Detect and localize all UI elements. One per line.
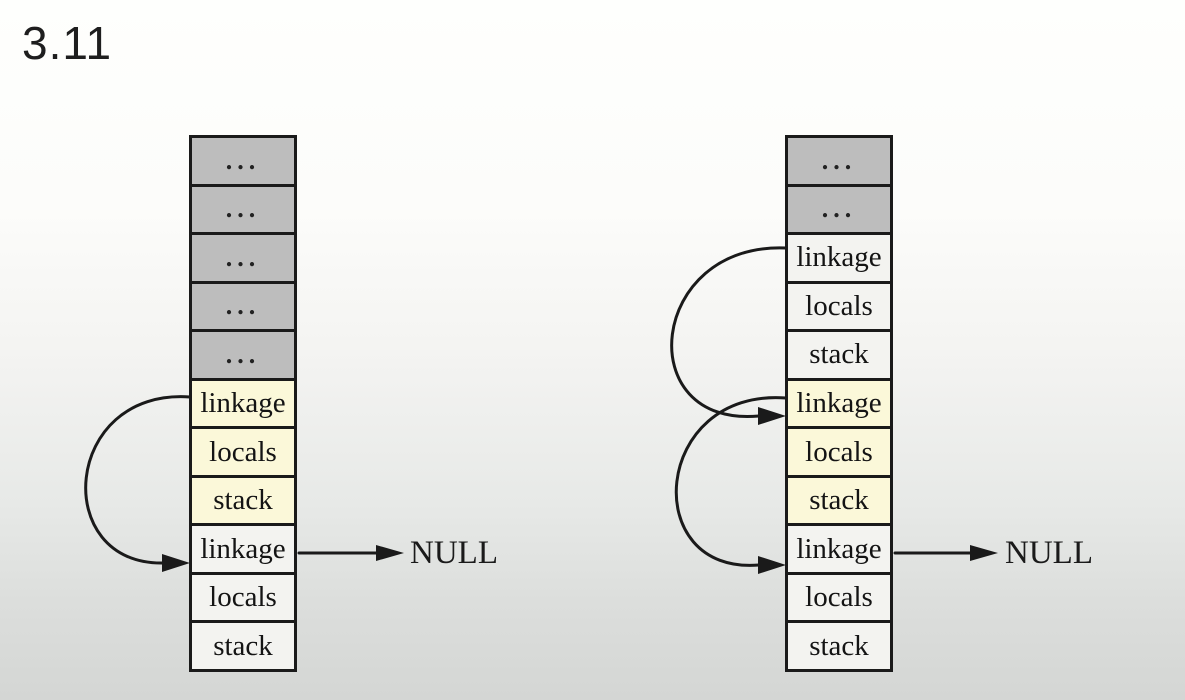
arrowhead-icon: [970, 545, 998, 561]
linkage-cell: linkage: [788, 235, 890, 284]
right-null-arrow: [893, 545, 998, 561]
page-title: 3.11: [22, 17, 113, 69]
ellipsis-cell: ...: [788, 186, 890, 236]
arrow-curve: [674, 396, 788, 567]
ellipsis-cell: ...: [192, 332, 294, 381]
ellipsis-cell: ...: [192, 283, 294, 333]
locals-cell: locals: [788, 574, 890, 624]
memory-column-right: ... ... linkage locals stack linkage loc…: [785, 135, 893, 672]
locals-cell: locals: [192, 429, 294, 478]
arrowhead-icon: [758, 556, 786, 574]
null-label: NULL: [1005, 535, 1093, 571]
locals-cell: locals: [788, 283, 890, 333]
ellipsis-cell: ...: [788, 138, 890, 187]
ellipsis-cell: ...: [192, 235, 294, 284]
linkage-cell: linkage: [192, 380, 294, 430]
ellipsis-cell: ...: [192, 186, 294, 236]
right-upper-frame-pointer-arrow: [670, 246, 788, 425]
stack-cell: stack: [192, 623, 294, 670]
null-label: NULL: [410, 535, 498, 571]
ellipsis-cell: ...: [192, 138, 294, 187]
locals-cell: locals: [192, 574, 294, 624]
arrowhead-icon: [376, 545, 404, 561]
left-null-arrow: [297, 545, 404, 561]
memory-column-left: ... ... ... ... ... linkage locals stack…: [189, 135, 297, 672]
stack-cell: stack: [192, 477, 294, 527]
arrowhead-icon: [162, 554, 190, 572]
right-lower-frame-pointer-arrow: [674, 396, 788, 574]
stack-cell: stack: [788, 477, 890, 527]
linkage-cell: linkage: [192, 526, 294, 575]
arrow-curve: [670, 246, 788, 418]
stack-cell: stack: [788, 623, 890, 670]
arrowhead-icon: [758, 407, 786, 425]
left-frame-pointer-arrow: [84, 395, 192, 572]
locals-cell: locals: [788, 429, 890, 478]
linkage-cell: linkage: [788, 526, 890, 575]
linkage-cell: linkage: [788, 380, 890, 430]
stack-cell: stack: [788, 332, 890, 381]
arrow-curve: [84, 395, 192, 565]
